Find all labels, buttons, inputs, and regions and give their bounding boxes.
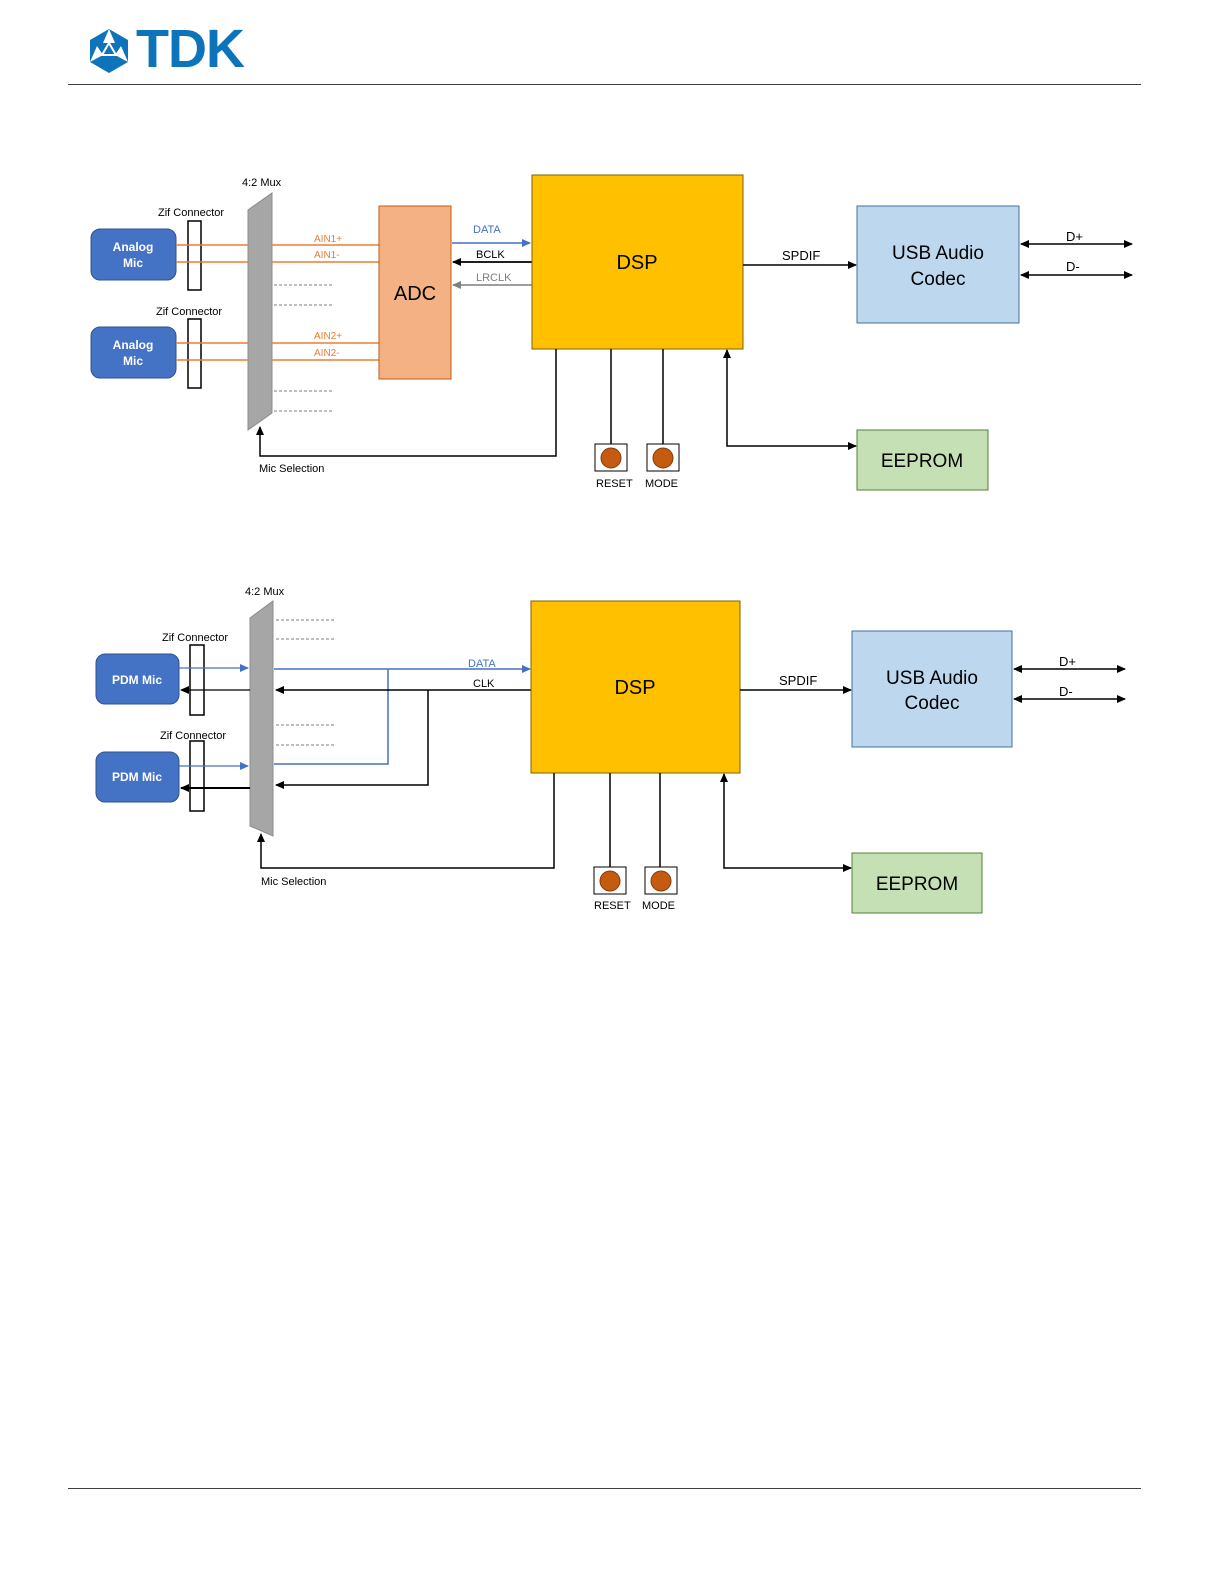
- analog-signal-lines: [176, 245, 379, 360]
- usb-codec-line1: USB Audio: [892, 243, 984, 264]
- mic-selection-label: Mic Selection: [259, 463, 324, 475]
- reset-button-2[interactable]: [600, 871, 620, 891]
- clk-label: CLK: [473, 678, 495, 690]
- ain2p-label: AIN2+: [314, 331, 342, 342]
- zif-connector-1: [188, 221, 201, 290]
- zif-connector-1-label: Zif Connector: [158, 207, 224, 219]
- reset-label: RESET: [596, 478, 633, 490]
- ain1m-label: AIN1-: [314, 250, 340, 261]
- reset-button[interactable]: [601, 448, 621, 468]
- pdm-data-bus-2: [274, 669, 388, 764]
- pdm-mic-1-label: PDM Mic: [112, 673, 162, 687]
- mode-label: MODE: [645, 478, 678, 490]
- footer-divider: [68, 1488, 1141, 1489]
- analog-mic-1-line2: Mic: [123, 256, 143, 270]
- dsp-label: DSP: [616, 252, 657, 274]
- mode-label-2: MODE: [642, 900, 675, 912]
- ain1p-label: AIN1+: [314, 234, 342, 245]
- zif-connector-3: [190, 645, 204, 715]
- usb-audio-codec-block-2: [852, 631, 1012, 747]
- mode-button-2[interactable]: [651, 871, 671, 891]
- mux-block-2: [250, 601, 273, 836]
- dplus-label-2: D+: [1059, 654, 1076, 669]
- spdif-label-2: SPDIF: [779, 673, 817, 688]
- mux-label-2: 4:2 Mux: [245, 586, 285, 598]
- bclk-label: BCLK: [476, 249, 505, 261]
- analog-mic-2: [91, 327, 176, 378]
- diagram-pdm: 4:2 Mux Zif Connector Zif Connector PDM …: [96, 586, 1125, 913]
- usb-codec-line2: Codec: [911, 269, 966, 290]
- zif-connector-4: [190, 741, 204, 811]
- mode-button[interactable]: [653, 448, 673, 468]
- analog-mic-2-line2: Mic: [123, 354, 143, 368]
- mic-selection-label-2: Mic Selection: [261, 876, 326, 888]
- ain2m-label: AIN2-: [314, 348, 340, 359]
- zif-connector-3-label: Zif Connector: [162, 632, 228, 644]
- eeprom-link: [727, 350, 856, 446]
- usb-codec-2-line1: USB Audio: [886, 668, 978, 689]
- reset-label-2: RESET: [594, 900, 631, 912]
- usb-audio-codec-block: [857, 206, 1019, 323]
- analog-mic-1-line1: Analog: [113, 240, 154, 254]
- data-label: DATA: [473, 224, 501, 236]
- analog-mic-2-line1: Analog: [113, 338, 154, 352]
- mux-block: [248, 193, 272, 430]
- eeprom-link-2: [724, 774, 851, 868]
- zif-connector-2: [188, 319, 201, 388]
- lrclk-label: LRCLK: [476, 272, 512, 284]
- dsp-label-2: DSP: [614, 677, 655, 699]
- data-label-2: DATA: [468, 658, 496, 670]
- mux-label: 4:2 Mux: [242, 177, 282, 189]
- spdif-label: SPDIF: [782, 248, 820, 263]
- clk-bus-2: [276, 690, 428, 785]
- usb-codec-2-line2: Codec: [905, 693, 960, 714]
- eeprom-label: EEPROM: [881, 451, 963, 472]
- zif-connector-4-label: Zif Connector: [160, 730, 226, 742]
- mic-selection-line-2: [261, 773, 554, 868]
- eeprom-label-2: EEPROM: [876, 874, 958, 895]
- analog-mic-1: [91, 229, 176, 280]
- dminus-label-2: D-: [1059, 684, 1073, 699]
- dplus-label: D+: [1066, 229, 1083, 244]
- unused-mux-outputs-2: [276, 620, 336, 745]
- zif-connector-2-label: Zif Connector: [156, 306, 222, 318]
- pdm-mic-2-label: PDM Mic: [112, 770, 162, 784]
- dminus-label: D-: [1066, 259, 1080, 274]
- diagram-analog: 4:2 Mux Zif Connector Zif Connector Anal…: [91, 175, 1132, 490]
- adc-label: ADC: [394, 283, 436, 305]
